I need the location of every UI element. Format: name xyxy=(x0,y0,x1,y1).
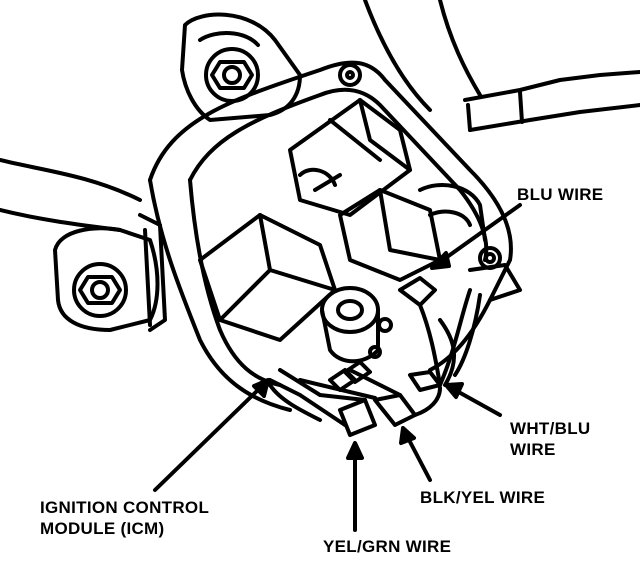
arrowhead-icon xyxy=(399,426,416,445)
wht-blu-wire-label-line1: WHT/BLU xyxy=(510,419,591,438)
icm-label-line2: MODULE (ICM) xyxy=(40,519,165,538)
wht-blu-wire-leader xyxy=(453,388,502,417)
arrowhead-icon xyxy=(444,382,464,399)
wire-terminals xyxy=(268,246,522,437)
arrowhead-icon xyxy=(346,441,364,460)
distributor-housing xyxy=(148,60,513,412)
wht-blu-wire-label-line2: WIRE xyxy=(510,440,556,459)
wht-blu-wire-label: WHT/BLU WIRE xyxy=(510,418,590,460)
internal-components xyxy=(288,98,487,282)
blk-yel-wire-label: BLK/YEL WIRE xyxy=(420,488,546,507)
blu-wire-label: BLU WIRE xyxy=(517,185,604,204)
lower-mounting-flange xyxy=(53,213,167,332)
upper-mounting-flange xyxy=(180,12,302,122)
icm-label-line1: IGNITION CONTROL xyxy=(40,498,210,517)
blk-yel-wire-leader xyxy=(406,436,432,482)
icm-label: IGNITION CONTROL MODULE (ICM) xyxy=(40,497,209,539)
blu-wire-leader xyxy=(438,203,522,264)
distributor-shaft xyxy=(320,286,393,364)
ignition-control-module xyxy=(198,213,337,342)
engine-contours xyxy=(0,0,640,232)
arrowhead-icon xyxy=(430,251,451,270)
lower-bolt-icon xyxy=(72,262,128,318)
leader-lines xyxy=(153,203,522,532)
icm-leader xyxy=(153,386,262,492)
yel-grn-wire-label: YEL/GRN WIRE xyxy=(323,537,452,556)
arrowhead-icon xyxy=(252,378,270,398)
